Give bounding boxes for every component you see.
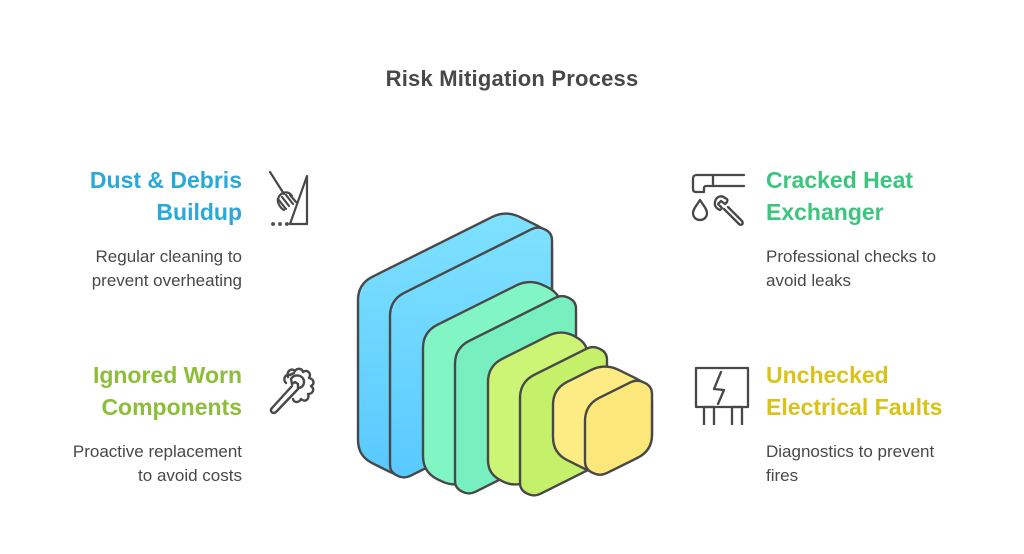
- item-heat-exchanger: Cracked Heat Exchanger Professional chec…: [766, 164, 996, 293]
- gear-wrench-icon: [258, 353, 330, 425]
- description-line: to avoid costs: [138, 466, 242, 485]
- item-heading: Unchecked Electrical Faults: [766, 359, 996, 423]
- broom-dustpan-icon: [258, 158, 330, 230]
- description-line: prevent overheating: [91, 271, 242, 290]
- heading-line: Cracked Heat: [766, 167, 914, 193]
- item-dust-debris: Dust & Debris Buildup Regular cleaning t…: [12, 164, 242, 293]
- description-line: Proactive replacement: [72, 442, 242, 461]
- yellow-block: [551, 365, 654, 476]
- item-heading: Dust & Debris Buildup: [12, 164, 242, 228]
- description-line: Professional checks to: [766, 247, 937, 266]
- pipe-leak-wrench-icon: [678, 158, 750, 230]
- item-description: Diagnostics to prevent fires: [766, 440, 996, 488]
- heading-line: Electrical Faults: [766, 394, 943, 420]
- heading-line: Exchanger: [766, 199, 884, 225]
- item-heading: Ignored Worn Components: [12, 359, 242, 423]
- heading-line: Components: [101, 394, 242, 420]
- yellow-block-front-slab: [583, 379, 654, 476]
- description-line: avoid leaks: [766, 271, 852, 290]
- diagram-title: Risk Mitigation Process: [385, 66, 639, 91]
- description-line: Regular cleaning to: [95, 247, 242, 266]
- heading-line: Buildup: [156, 199, 242, 225]
- item-description: Regular cleaning to prevent overheating: [12, 245, 242, 293]
- description-line: fires: [766, 466, 799, 485]
- heading-line: Dust & Debris: [89, 167, 242, 193]
- item-description: Professional checks to avoid leaks: [766, 245, 996, 293]
- heading-line: Unchecked: [766, 362, 889, 388]
- item-worn-components: Ignored Worn Components Proactive replac…: [12, 359, 242, 488]
- description-line: Diagnostics to prevent: [766, 442, 935, 461]
- item-electrical-faults: Unchecked Electrical Faults Diagnostics …: [766, 359, 996, 488]
- electrical-fuse-icon: [678, 353, 750, 431]
- item-heading: Cracked Heat Exchanger: [766, 164, 996, 228]
- heading-line: Ignored Worn: [92, 362, 242, 388]
- item-description: Proactive replacement to avoid costs: [12, 440, 242, 488]
